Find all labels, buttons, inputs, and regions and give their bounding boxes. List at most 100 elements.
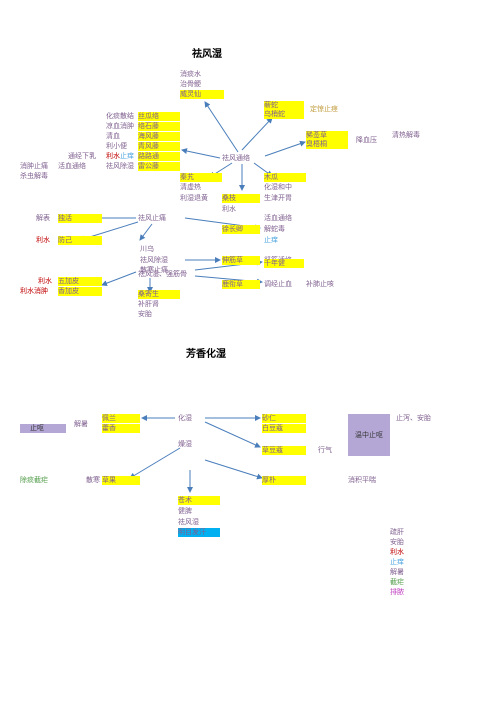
herb-houpo: 厚朴 [262,476,306,485]
herb-qishe: 蕲蛇 [264,101,304,110]
effect-liangxue-xiaozhong: 凉血消肿 [106,122,134,130]
herb-luoshiteng: 络石藤 [138,122,180,131]
effect-lishui4: 利水 [38,277,52,285]
herb-sigualuo: 丝瓜络 [138,112,180,121]
effect-qingre-jiedu: 清热解毒 [392,131,420,139]
herb-caodoukou: 草豆蔻 [262,446,306,455]
effect-shachong-jiedu: 杀虫解毒 [20,172,48,180]
hub-zaoshi: 燥湿 [178,440,192,448]
effect-xiaotanshui: 消痰水 [180,70,201,78]
effect-chutan-jienüe: 除痰截疟 [20,476,48,484]
effect-mingmu-fahan: 明目发汗 [178,528,220,537]
effect-dingjing: 定惊止痉 [310,105,338,113]
effect-jiebiao: 解表 [36,214,50,222]
herb-sangzhi: 桑枝 [222,194,260,203]
herb-luxiancao: 鹿衔草 [222,280,260,289]
herb-wujiapi: 五加皮 [58,277,102,286]
hub-qufeng-tongluo: 祛风通络 [222,154,250,162]
herb-huoxiang: 藿香 [102,424,140,433]
herb-xiangjiapi: 香加皮 [58,287,102,296]
effect-lishui3: 利水 [36,236,50,244]
effect-huoxue-tongluo2: 活血通络 [264,214,292,222]
arrow-to-caoguo [129,447,181,479]
arrow-to-chuanwu [139,223,153,241]
effect-tiaojing-zhixue: 调经止血 [264,280,292,288]
effect-qingxure: 清虚热 [180,183,201,191]
herb-leigongteng: 雷公藤 [138,162,180,171]
herb-haifengteng: 海风藤 [138,132,180,141]
arrow-to-xiqiancao [264,140,306,157]
herb-qiannianjian: 千年健 [264,259,304,268]
herb-weilingxian: 威灵仙 [180,90,224,99]
herb-xuchangqing: 徐长卿 [222,225,260,234]
effect-zhiyang2: 止痒 [264,236,278,244]
legend-jieshu: 解暑 [390,568,404,576]
effect-qingxue: 清血 [106,132,120,140]
legend-shugan: 疏肝 [390,528,404,536]
arrow-to-wujiapi [101,271,137,287]
effect-xingqi: 行气 [318,446,332,454]
effect-huatan-sanjie: 化痰散结 [106,112,134,120]
arrow-to-caodoukou [204,421,261,448]
effect-jieshu: 解暑 [74,420,88,428]
effect-zhixie-antai: 止泻、安胎 [396,414,431,422]
herb-duhuo: 独活 [58,214,102,223]
effect-qufengshi: 祛风湿 [178,518,199,526]
herb-qingfengteng: 青风藤 [138,142,180,151]
herb-fangji: 防己 [58,236,102,245]
hub-qufeng-zhitong: 祛风止痛 [138,214,166,222]
herb-peilan: 佩兰 [102,414,140,423]
effect-sanhan: 散寒 [86,476,100,484]
herb-mugua: 木瓜 [264,173,306,182]
effect-lishui2: 利水 [222,205,236,213]
hub-qiangjin-gu: 祛风湿、强筋骨 [138,270,187,278]
herb-xiqiancao: 豨莶草 [306,131,348,140]
effect-zhiou-box: 止呕 [20,424,66,433]
effect-zhigugeng: 治骨鲠 [180,80,201,88]
legend-jienue: 截疟 [390,578,404,586]
effect-lishui: 利水 [106,152,120,160]
effect-antai: 安胎 [138,310,152,318]
legend-antai: 安胎 [390,538,404,546]
effect-lishui-xiaozhong: 利水消肿 [20,287,48,295]
arrow-to-left-herbs [181,148,221,159]
effect-xiaoji-pingchuan: 消积平喘 [348,476,376,484]
herb-wushaoshe: 乌梢蛇 [264,110,304,119]
effect-sanhan-zhitong: 散寒止痛 [140,266,168,274]
effect-buganshen: 补肝肾 [138,300,159,308]
legend-painong: 排脓 [390,588,404,596]
effect-qufeng-chushi2: 祛风除湿 [140,256,168,264]
section-title-qufengshi: 祛风湿 [192,49,222,60]
effect-huoxue-tongluo: 活血通络 [58,162,86,170]
section-title-fangxiang-huashi: 芳香化湿 [186,349,226,360]
herb-shenjincao: 伸筋草 [222,256,260,265]
legend-lishui: 利水 [390,548,404,556]
effect-wenzhong-zhiou-box: 温中止呕 [348,414,390,456]
herb-lulutong: 路路通 [138,152,180,161]
arrow-to-qishe [241,117,273,151]
effect-shengjin-kaiwei: 生津开胃 [264,194,292,202]
herb-caoguo: 草果 [102,476,140,485]
effect-zhiyang: 止痒 [120,152,134,160]
herb-baidoukou: 白豆蔻 [262,424,306,433]
legend-zhiyang: 止痒 [390,558,404,566]
arrow-to-weilingxian [204,101,239,153]
herb-sangjisheng: 桑寄生 [138,290,180,299]
herb-chouwutong: 臭梧桐 [306,140,348,149]
effect-jianpi: 健脾 [178,507,192,515]
herb-cangzhu: 苍术 [178,496,220,505]
arrow-to-houpo [204,459,263,480]
herb-qinjiao: 秦艽 [180,173,222,182]
effect-huashi-hezhong: 化湿和中 [264,183,292,191]
effect-lishi-tuihuang: 利湿退黄 [180,194,208,202]
herb-chuanwu: 川乌 [140,245,154,253]
hub-huashi: 化湿 [178,414,192,422]
effect-qufeng-chushi: 祛风除湿 [106,162,134,170]
effect-jiangxueya: 降血压 [356,136,377,144]
herb-sharen: 砂仁 [262,414,306,423]
effect-bufei-zhike: 补肺止咳 [306,280,334,288]
effect-xiaozhong-zhitong: 消肿止痛 [20,162,48,170]
effect-lixiaobian: 利小便 [106,142,127,150]
effect-tongjing-xiaru: 通经下乳 [68,152,96,160]
